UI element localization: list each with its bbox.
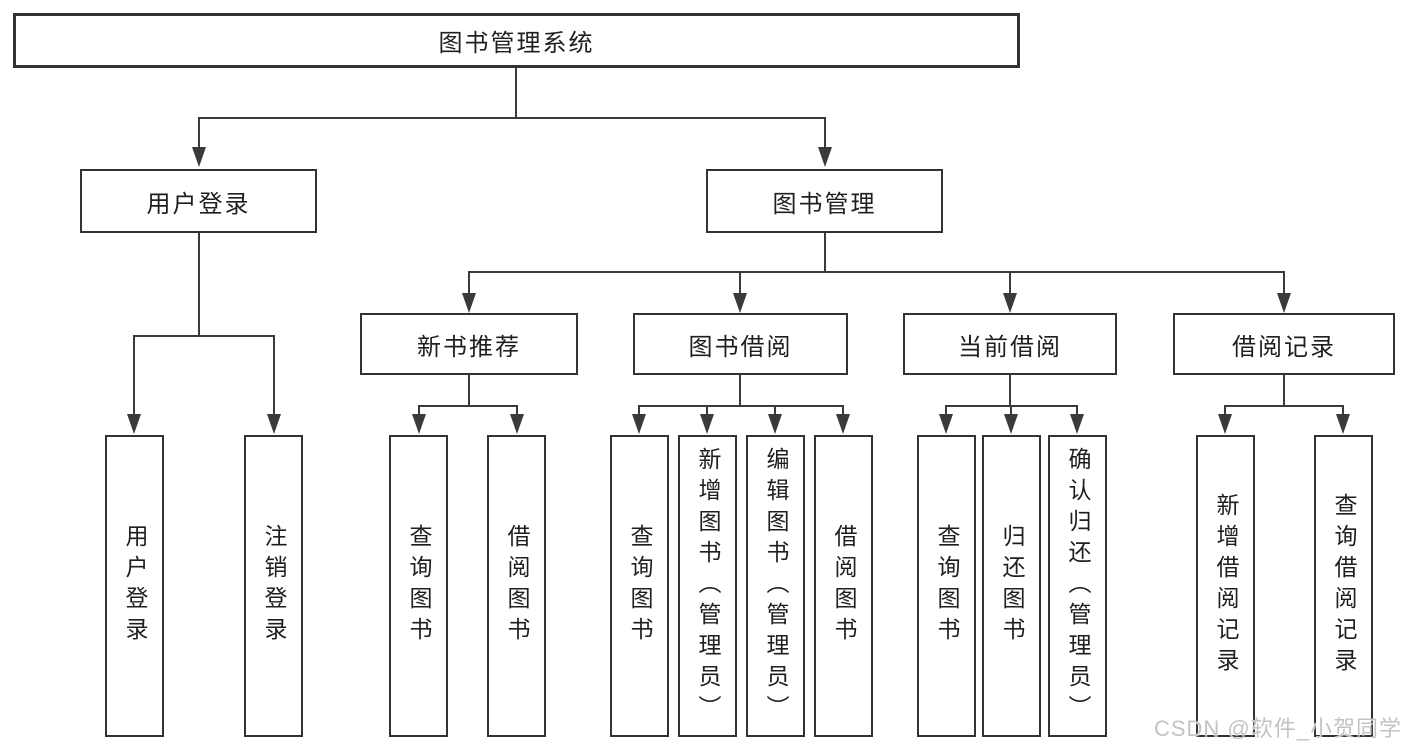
leaf-query-books-borrow-label: 查询图书 (627, 524, 653, 648)
connector-bar (198, 117, 826, 119)
leaf-query-books-recommend-label: 查询图书 (406, 524, 432, 648)
connector-line (842, 405, 844, 416)
leaf-logout: 注销登录 (244, 435, 303, 737)
connector-bar (1224, 405, 1344, 407)
connector-bar (133, 335, 275, 337)
arrow-down-icon (192, 147, 206, 167)
leaf-query-books-borrow: 查询图书 (610, 435, 669, 737)
connector-line (706, 405, 708, 416)
arrow-down-icon (412, 414, 426, 434)
leaf-return-book: 归还图书 (982, 435, 1041, 737)
arrow-down-icon (127, 414, 141, 434)
connector-line (468, 271, 470, 297)
connector-line (1283, 375, 1285, 406)
connector-line (1076, 405, 1078, 416)
connector-line (824, 117, 826, 150)
leaf-logout-label: 注销登录 (261, 524, 287, 648)
arrow-down-icon (1004, 414, 1018, 434)
node-user-login: 用户登录 (80, 169, 317, 233)
connector-line (516, 405, 518, 416)
connector-line (1342, 405, 1344, 416)
arrow-down-icon (733, 293, 747, 313)
arrow-down-icon (1070, 414, 1084, 434)
node-book-management-label: 图书管理 (772, 190, 877, 218)
leaf-query-books-current: 查询图书 (917, 435, 976, 737)
arrow-down-icon (700, 414, 714, 434)
leaf-borrow-books-label: 借阅图书 (831, 524, 857, 648)
arrow-down-icon (510, 414, 524, 434)
csdn-watermark: CSDN @软件_小贺同学 (1153, 716, 1402, 741)
connector-line (1224, 405, 1226, 416)
connector-bar (468, 271, 1285, 273)
connector-line (133, 335, 135, 416)
connector-line (515, 68, 517, 119)
arrow-down-icon (818, 147, 832, 167)
node-book-borrow-label: 图书借阅 (688, 333, 793, 361)
connector-bar (418, 405, 518, 407)
arrow-down-icon (462, 293, 476, 313)
connector-line (739, 271, 741, 297)
node-new-book-recommend-label: 新书推荐 (417, 333, 521, 361)
connector-line (198, 233, 200, 336)
arrow-down-icon (1277, 293, 1291, 313)
node-root-label: 图书管理系统 (438, 30, 595, 57)
connector-line (418, 405, 420, 416)
leaf-query-borrow-record-label: 查询借阅记录 (1331, 493, 1357, 679)
arrow-down-icon (939, 414, 953, 434)
leaf-add-borrow-record: 新增借阅记录 (1196, 435, 1255, 737)
connector-line (1009, 271, 1011, 297)
arrow-down-icon (768, 414, 782, 434)
node-book-borrow: 图书借阅 (633, 313, 848, 375)
leaf-confirm-return-admin: 确认归还（管理员） (1048, 435, 1107, 737)
leaf-query-books-recommend: 查询图书 (389, 435, 448, 737)
connector-line (198, 117, 200, 150)
connector-line (945, 405, 947, 416)
arrow-down-icon (632, 414, 646, 434)
connector-line (824, 233, 826, 273)
connector-line (638, 405, 640, 416)
connector-line (1009, 375, 1011, 406)
leaf-edit-book-admin: 编辑图书（管理员） (746, 435, 805, 737)
leaf-user-login-label: 用户登录 (122, 524, 148, 648)
leaf-confirm-return-admin-label: 确认归还（管理员） (1065, 446, 1091, 726)
leaf-query-books-current-label: 查询图书 (934, 524, 960, 648)
node-current-borrow-label: 当前借阅 (958, 333, 1062, 361)
node-user-login-label: 用户登录 (146, 190, 251, 218)
connector-line (1283, 271, 1285, 297)
connector-line (774, 405, 776, 416)
arrow-down-icon (1336, 414, 1350, 434)
connector-line (468, 375, 470, 406)
arrow-down-icon (1218, 414, 1232, 434)
node-book-management: 图书管理 (706, 169, 943, 233)
arrow-down-icon (267, 414, 281, 434)
connector-line (739, 375, 741, 406)
connector-bar (638, 405, 844, 407)
leaf-user-login: 用户登录 (105, 435, 164, 737)
arrow-down-icon (836, 414, 850, 434)
arrow-down-icon (1003, 293, 1017, 313)
node-new-book-recommend: 新书推荐 (360, 313, 578, 375)
leaf-edit-book-admin-label: 编辑图书（管理员） (763, 446, 789, 726)
leaf-query-borrow-record: 查询借阅记录 (1314, 435, 1373, 737)
leaf-borrow-books-recommend-label: 借阅图书 (504, 524, 530, 648)
leaf-add-borrow-record-label: 新增借阅记录 (1213, 493, 1239, 679)
leaf-borrow-books-recommend: 借阅图书 (487, 435, 546, 737)
node-current-borrow: 当前借阅 (903, 313, 1117, 375)
node-borrow-records-label: 借阅记录 (1232, 333, 1336, 361)
leaf-borrow-books: 借阅图书 (814, 435, 873, 737)
leaf-add-book-admin-label: 新增图书（管理员） (695, 446, 721, 726)
connector-line (273, 335, 275, 416)
node-borrow-records: 借阅记录 (1173, 313, 1395, 375)
leaf-return-book-label: 归还图书 (999, 524, 1025, 648)
leaf-add-book-admin: 新增图书（管理员） (678, 435, 737, 737)
node-root: 图书管理系统 (13, 13, 1020, 68)
connector-line (1010, 405, 1012, 416)
